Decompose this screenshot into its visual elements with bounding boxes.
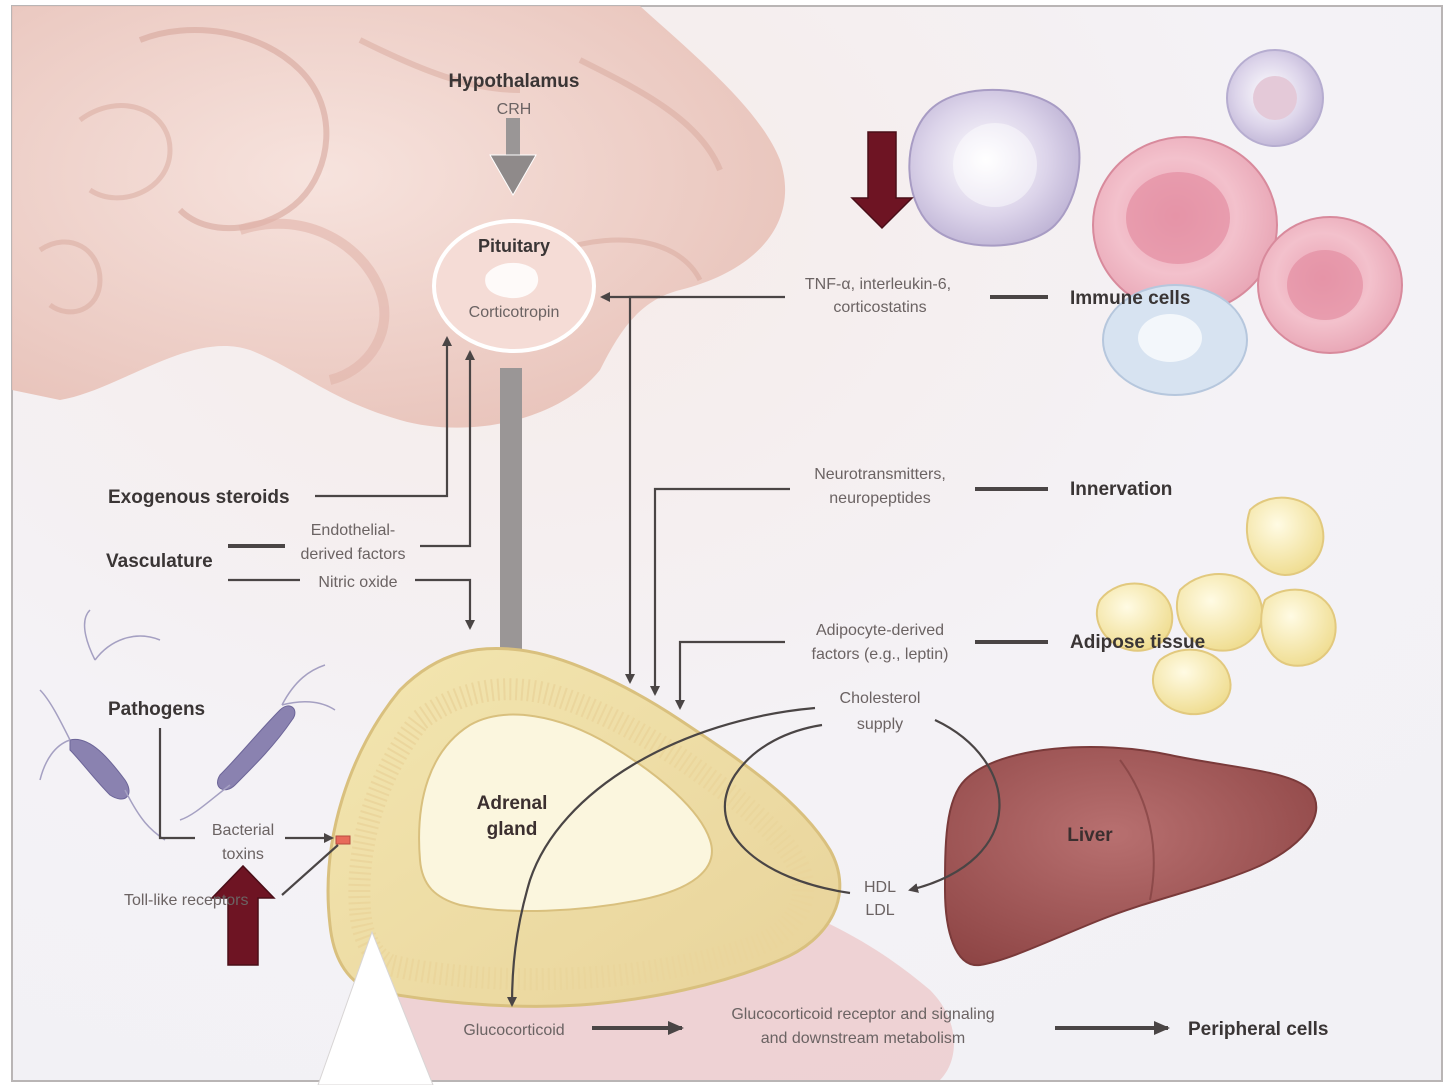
bacterial-toxins-line-2: toxins <box>222 846 264 863</box>
pituitary-label: Pituitary <box>478 236 550 256</box>
ldl-label: LDL <box>865 902 894 919</box>
endothelial-factors-line-1: Endothelial- <box>311 522 396 539</box>
exogenous-steroids-label: Exogenous steroids <box>108 487 290 508</box>
endothelial-factors-line-2: derived factors <box>301 546 406 563</box>
toll-like-receptors-label: Toll-like receptors <box>124 892 248 909</box>
receptor-signaling-line-1: Glucocorticoid receptor and signaling <box>731 1006 994 1023</box>
receptor-signaling-line-2: and downstream metabolism <box>761 1030 966 1047</box>
peripheral-cells-label: Peripheral cells <box>1188 1019 1328 1040</box>
hdl-label: HDL <box>864 879 896 896</box>
vasculature-label: Vasculature <box>106 551 213 572</box>
innervation-factors-line-2: neuropeptides <box>829 490 930 507</box>
pathogens-label: Pathogens <box>108 699 205 720</box>
immune-factors-line-1: TNF-α, interleukin-6, <box>805 276 951 293</box>
innervation-label: Innervation <box>1070 479 1172 500</box>
innervation-factors-line-1: Neurotransmitters, <box>814 466 946 483</box>
corticotropin-label: Corticotropin <box>469 304 560 321</box>
immune-cells-label: Immune cells <box>1070 288 1190 309</box>
immune-factors-line-2: corticostatins <box>833 299 926 316</box>
crh-label: CRH <box>497 101 532 118</box>
glucocorticoid-label: Glucocorticoid <box>463 1022 564 1039</box>
hypothalamus-label: Hypothalamus <box>449 71 580 92</box>
adrenal-gland-line-2: gland <box>487 819 538 840</box>
bacterial-toxins-line-1: Bacterial <box>212 822 274 839</box>
adrenal-gland-line-1: Adrenal <box>477 793 548 814</box>
adipocyte-factors-line-1: Adipocyte-derived <box>816 622 944 639</box>
nitric-oxide-label: Nitric oxide <box>318 574 397 591</box>
cholesterol-supply-line-2: supply <box>857 716 903 733</box>
adipose-tissue-label: Adipose tissue <box>1070 632 1205 653</box>
liver-label: Liver <box>1067 825 1113 846</box>
cholesterol-supply-line-1: Cholesterol <box>840 690 921 707</box>
adipocyte-factors-line-2: factors (e.g., leptin) <box>812 646 949 663</box>
toll-like-receptor-marker <box>336 836 350 844</box>
